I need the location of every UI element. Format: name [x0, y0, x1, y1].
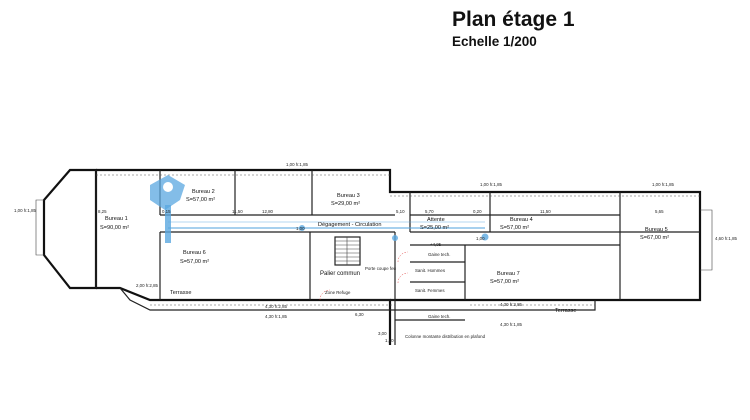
dimension-labels: 1,00 h:1,85 1,00 h:1,85 1,00 h:1,85 2,00…: [14, 162, 738, 343]
dim-565: 5,65: [655, 209, 664, 214]
dim-015: 0,15: [162, 209, 171, 214]
terrasse-left-label: Terrasse: [170, 290, 191, 296]
dim-bottom-left2: 4,30 h:1,85: [265, 314, 288, 319]
dim-300: 3,00: [378, 331, 387, 336]
dim-bottom-right1: 4,30 h:2,85: [500, 302, 523, 307]
room-bureau-6-name: Bureau 6: [183, 250, 206, 256]
dim-bottom-right2: 4,30 h:1,85: [500, 322, 523, 327]
zone-refuge-label: Zone Refuge: [325, 290, 351, 295]
room-bureau-5-name: Bureau 5: [645, 227, 668, 233]
room-bureau-2-area: S=57,00 m²: [186, 197, 215, 203]
room-bureau-3-name: Bureau 3: [337, 193, 360, 199]
dim-top-mid: 1,00 h:1,85: [286, 162, 309, 167]
plan-title: Plan étage 1: [452, 8, 575, 31]
palier-label: Palier commun: [320, 271, 360, 277]
dim-150: 1,50: [385, 338, 394, 343]
dim-top-right1: 1,00 h:1,85: [480, 182, 503, 187]
room-bureau-7-area: S=57,00 m²: [490, 279, 519, 285]
dim-570: 5,70: [425, 209, 434, 214]
room-attente-name: Attente: [427, 217, 445, 223]
dim-bottom-left: 4,30 h:2,85: [265, 304, 288, 309]
room-bureau-2-name: Bureau 2: [192, 189, 215, 195]
dim-top-right2: 1,00 h:1,85: [652, 182, 675, 187]
dim-100: 1,00: [296, 226, 305, 231]
room-bureau-7-name: Bureau 7: [497, 271, 520, 277]
gaine-top-label: Gaine tech.: [428, 252, 450, 257]
terrasse-right-label: Terrasse: [555, 308, 576, 314]
gaine-bottom-label: Gaine tech.: [428, 314, 450, 319]
room-bureau-1-area: S=90,00 m²: [100, 225, 129, 231]
dim-630: 6,30: [355, 312, 364, 317]
colonne-label: Colonne montante distribution en plafond: [405, 334, 486, 339]
dim-1150b: 11,50: [540, 209, 551, 214]
porte-coupe-feu-label: Porte coupe feu: [365, 266, 397, 271]
room-bureau-5-area: S=67,00 m²: [640, 235, 669, 241]
dim-020: 0,20: [473, 209, 482, 214]
blue-markers: [150, 175, 489, 243]
level-label: +4,05: [430, 242, 442, 247]
sanit-femmes-label: Sanit. Femmes: [415, 288, 445, 293]
building-outline: [35, 168, 713, 345]
dim-right: 4,60 h:1,85: [715, 236, 738, 241]
room-bureau-6-area: S=57,00 m²: [180, 259, 209, 265]
dim-1150: 11,50: [232, 209, 243, 214]
dim-1280: 12,80: [262, 209, 274, 214]
sanit-hommes-label: Sanit. Hommes: [415, 268, 446, 273]
scale-label: Echelle 1/200: [452, 34, 537, 49]
door-marks: [319, 251, 409, 301]
dim-100b: 1,00: [476, 236, 485, 241]
room-bureau-1-name: Bureau 1: [105, 216, 128, 222]
room-bureau-4-area: S=57,00 m²: [500, 225, 529, 231]
room-attente-area: S=25,00 m²: [420, 225, 449, 231]
circulation-label: Dégagement - Circulation: [318, 222, 381, 228]
dim-left: 1,00 h:1,85: [14, 208, 37, 213]
dim-825: 8,25: [98, 209, 107, 214]
room-bureau-3-area: S=29,00 m²: [331, 201, 360, 207]
staircase: [334, 236, 361, 266]
room-bureau-4-name: Bureau 4: [510, 217, 533, 223]
terrace-lines: [96, 174, 700, 306]
dim-510: 5,10: [396, 209, 405, 214]
dim-left-terr: 2,00 h:2,85: [136, 283, 159, 288]
